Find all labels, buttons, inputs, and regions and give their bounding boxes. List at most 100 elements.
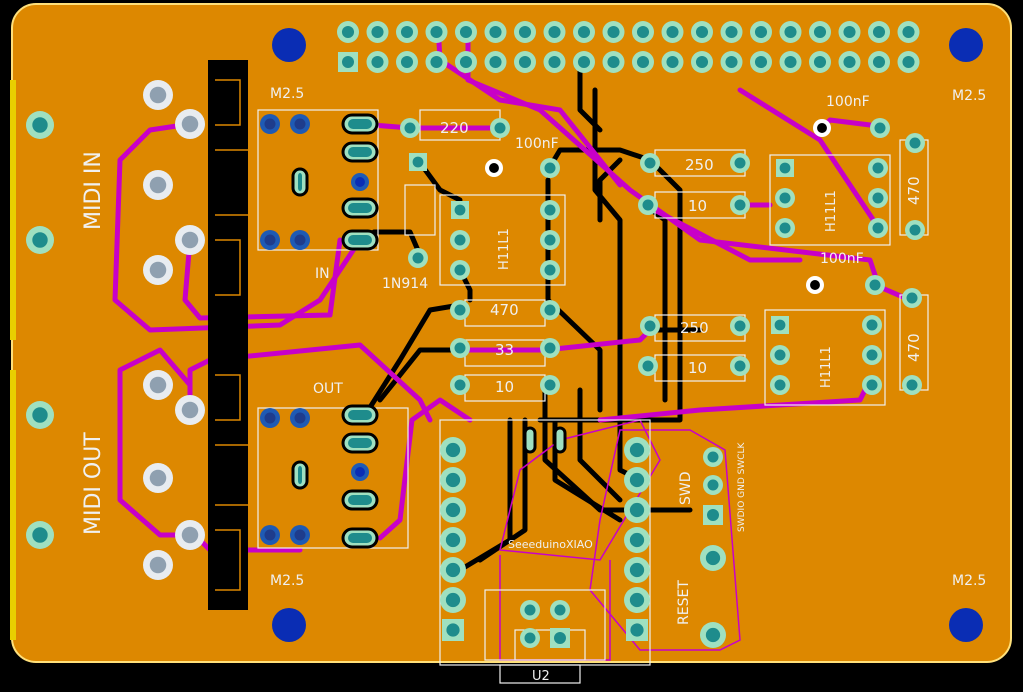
mount-hole-top-right <box>949 28 983 62</box>
r-pad-drill <box>909 224 921 236</box>
gpio-pin-drill <box>489 25 502 39</box>
swd-pin-drill <box>707 479 719 491</box>
xiao-pin-drill <box>629 562 645 578</box>
label-opto-top-right: H11L1 <box>824 190 839 232</box>
gpio-pin-drill <box>577 25 591 39</box>
label-r-470-center: 470 <box>490 301 519 319</box>
opto-pad-drill <box>866 379 878 391</box>
din-pad-drill <box>348 495 372 505</box>
gpio-pin-drill <box>636 55 650 69</box>
gpio-pin-drill <box>754 55 768 69</box>
opto-pad-drill <box>454 234 466 246</box>
cap-pad-drill <box>874 122 886 134</box>
r-pad-drill <box>544 304 556 316</box>
r-pad-drill <box>454 304 466 316</box>
gpio-pin-drill <box>577 55 591 69</box>
gpio-pin-drill <box>813 25 827 39</box>
label-midi-in: MIDI IN <box>81 151 106 230</box>
label-u2: U2 <box>532 669 550 684</box>
resistor-pad-drill <box>264 529 276 541</box>
u2-pad-square-drill <box>554 632 566 644</box>
din-pad-drill <box>348 203 372 213</box>
gpio-pin-drill <box>607 25 620 39</box>
mount-hole-bottom-left <box>272 608 306 642</box>
r-pad-drill <box>734 360 746 372</box>
label-r-470-mid: 470 <box>905 333 923 362</box>
xiao-pin-drill <box>629 532 645 548</box>
resistor-pad-drill <box>294 234 306 246</box>
gpio-pin-drill <box>666 55 679 69</box>
gpio-pin-drill <box>902 25 915 39</box>
label-opto-left: H11L1 <box>497 228 512 270</box>
gpio-pin-square-drill <box>342 56 354 68</box>
edge-pad-drill <box>32 117 48 133</box>
label-midi-out: MIDI OUT <box>81 432 106 535</box>
midi-jack-pad-drill <box>149 261 167 279</box>
midi-jack-pad-drill <box>149 556 167 574</box>
din-pad-drill <box>348 119 372 129</box>
r-pad-drill <box>734 199 746 211</box>
label-cap-top-right: 100nF <box>826 94 870 110</box>
xiao-pin-drill <box>629 472 645 488</box>
opto-pad-drill <box>544 204 556 216</box>
diode-pad-drill <box>412 252 424 264</box>
gpio-pin-drill <box>459 25 473 39</box>
xiao-pin-square-drill <box>446 623 460 637</box>
edge-connector-midi-out <box>10 370 16 640</box>
swd-pin-drill <box>707 451 719 463</box>
u2-pad-drill <box>524 604 536 616</box>
din-center-pad-drill <box>298 173 302 191</box>
midi-jack-pad-drill <box>181 401 199 419</box>
gpio-pin-drill <box>843 25 856 39</box>
gpio-pin-drill <box>725 25 738 39</box>
din-pad-drill <box>348 533 372 543</box>
edge-pad-drill <box>32 407 48 423</box>
xiao-pin-drill <box>445 532 461 548</box>
din-pad-drill <box>348 438 372 448</box>
label-xiao: SeeeduinoXIAO <box>508 538 593 551</box>
midi-jack-pad-drill <box>181 231 199 249</box>
gpio-pin-drill <box>813 55 827 69</box>
r-pad-drill <box>642 199 654 211</box>
label-m25-top-left: M2.5 <box>270 86 304 102</box>
label-out: OUT <box>313 381 343 397</box>
gpio-pin-drill <box>902 55 915 69</box>
diode-pad-drill <box>412 156 424 168</box>
label-m25-bottom-right: M2.5 <box>952 573 986 589</box>
label-swd-pins: SWDIO GND SWCLK <box>737 441 747 532</box>
r-pad-drill <box>644 320 656 332</box>
resistor-pad-drill <box>264 234 276 246</box>
gpio-pin-drill <box>695 55 709 69</box>
xiao-pin-square-drill <box>630 623 644 637</box>
gpio-pin-drill <box>784 25 797 39</box>
opto-pad-drill <box>866 349 878 361</box>
gpio-pin-drill <box>872 55 886 69</box>
gpio-pin-drill <box>725 55 738 69</box>
edge-connector-midi-in <box>10 80 16 340</box>
r-pad-drill <box>454 342 466 354</box>
label-r-10-top: 10 <box>688 197 707 215</box>
label-cap-mid-right: 100nF <box>820 251 864 267</box>
resistor-pad-drill <box>294 529 306 541</box>
r220-pad-drill <box>404 122 416 134</box>
edge-pad-drill <box>32 527 48 543</box>
edge-pad-drill <box>32 232 48 248</box>
r-pad-drill <box>544 342 556 354</box>
xiao-pin-drill <box>629 502 645 518</box>
gpio-pin-drill <box>695 25 709 39</box>
midi-jack-pad-drill <box>181 526 199 544</box>
gpio-pin-drill <box>754 25 768 39</box>
gpio-pin-drill <box>666 25 679 39</box>
label-swd: SWD <box>678 471 694 505</box>
gpio-pin-drill <box>784 55 797 69</box>
r-pad-drill <box>642 360 654 372</box>
mounting-holes <box>272 28 983 642</box>
opto-pad-drill <box>872 192 884 204</box>
label-cap-left: 100nF <box>515 136 559 152</box>
gpio-pin-drill <box>430 25 443 39</box>
xiao-pin-drill <box>445 502 461 518</box>
r-pad-drill <box>734 157 746 169</box>
label-r-250-mid: 250 <box>680 319 709 337</box>
reset-pad-drill <box>705 627 721 643</box>
